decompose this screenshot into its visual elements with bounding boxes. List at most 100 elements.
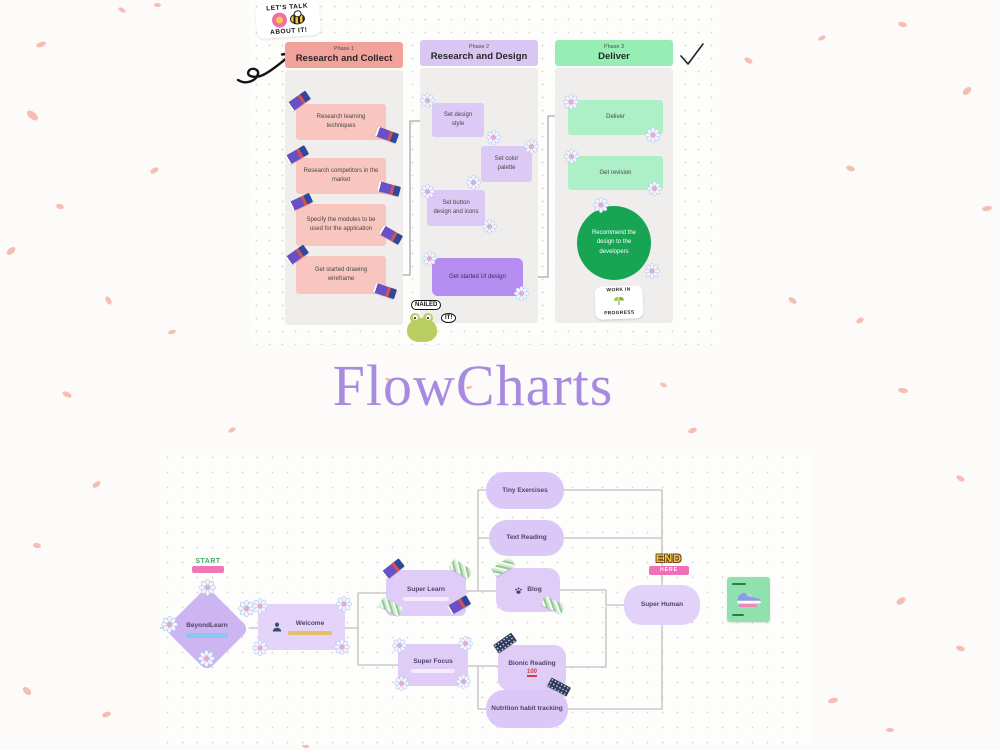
node-bionic-reading[interactable]: Bionic Reading 100 — [498, 645, 566, 691]
petal — [32, 542, 42, 549]
petal — [827, 696, 839, 705]
sneaker-card[interactable] — [727, 577, 770, 622]
petal — [817, 34, 827, 42]
step-label: Research competitors in the market — [303, 168, 379, 183]
it-text: IT! — [441, 313, 457, 323]
end-text: END — [655, 553, 683, 565]
daisy-sticker-icon — [199, 579, 216, 596]
step-color-palette[interactable]: Set color palette — [481, 146, 532, 182]
daisy-sticker-icon — [420, 93, 435, 108]
step-ui-design[interactable]: Get started UI design — [432, 258, 523, 296]
petal — [955, 474, 966, 483]
step-label: Deliver — [606, 114, 625, 120]
petal — [897, 20, 908, 29]
beyondlearn-highlight — [186, 633, 228, 638]
step-research-learning[interactable]: Research learning techniques — [296, 104, 386, 140]
petal — [897, 387, 909, 394]
frog-icon — [407, 313, 437, 342]
step-deliver[interactable]: Deliver — [568, 100, 663, 135]
daisy-sticker-icon — [198, 650, 215, 667]
step-wireframe[interactable]: Get started drawing wireframe — [296, 256, 386, 294]
daisy-sticker-icon — [252, 598, 268, 614]
super-focus-highlight — [411, 668, 455, 673]
petal — [895, 595, 907, 607]
text-reading-label: Text Reading — [506, 534, 547, 542]
super-focus-label: Super Focus — [413, 658, 453, 666]
step-get-revision[interactable]: Get revision — [568, 156, 663, 190]
start-ribbon — [192, 566, 224, 573]
nutrition-label: Nutrition habit tracking — [491, 705, 563, 713]
daisy-sticker-icon — [394, 676, 409, 691]
start-text: START — [195, 558, 221, 565]
phase2-label: Phase 2 — [468, 44, 490, 50]
checkmark-doodle-icon — [680, 43, 704, 65]
super-learn-highlight — [403, 596, 449, 601]
card-label-highlight — [739, 604, 757, 607]
start-sticker[interactable]: START — [188, 558, 228, 573]
petal — [787, 295, 798, 306]
step-label: Get revision — [599, 169, 632, 176]
flower-icon — [271, 12, 288, 29]
petal — [21, 685, 33, 697]
end-sticker[interactable]: END HERE — [646, 553, 692, 575]
sprout-icon — [613, 296, 624, 306]
bee-icon — [289, 10, 305, 25]
node-nutrition[interactable]: Nutrition habit tracking — [486, 690, 568, 728]
nailed-it-frog-sticker[interactable]: NAILED IT! — [405, 300, 465, 346]
petal — [961, 85, 973, 97]
petal — [154, 3, 161, 7]
petal — [25, 108, 40, 123]
step-label: Specify the modules to be used for the a… — [306, 217, 376, 232]
petal — [845, 164, 856, 173]
step-research-competitors[interactable]: Research competitors in the market — [296, 158, 386, 194]
step-label: Set color palette — [494, 156, 519, 171]
beyondlearn-label: BeyondLearn — [186, 622, 228, 629]
node-text-reading[interactable]: Text Reading — [489, 520, 564, 556]
step-recommend-circle[interactable]: Recommend the design to the developers — [577, 206, 651, 280]
welcome-highlight — [288, 630, 332, 635]
step-label: Set design style — [443, 112, 473, 127]
petal — [955, 644, 966, 653]
petal — [35, 40, 47, 49]
petal — [55, 203, 65, 210]
petal — [167, 329, 177, 335]
phase1-name: Research and Collect — [295, 53, 393, 64]
phase2-header[interactable]: Phase 2 Research and Design — [420, 40, 538, 66]
petal — [743, 56, 754, 65]
super-learn-label: Super Learn — [407, 586, 445, 594]
phase3-header[interactable]: Phase 3 Deliver — [555, 40, 673, 66]
step-design-style[interactable]: Set design style — [432, 103, 484, 137]
daisy-sticker-icon — [420, 184, 435, 199]
blog-label: Blog — [527, 586, 542, 594]
daisy-sticker-icon — [392, 638, 407, 653]
daisy-sticker-icon — [466, 175, 481, 190]
person-icon — [271, 621, 283, 633]
daisy-sticker-icon — [644, 263, 660, 279]
step-specify-modules[interactable]: Specify the modules to be used for the a… — [296, 204, 386, 246]
lets-talk-sticker[interactable]: LET'S TALK ABOUT IT! — [254, 0, 322, 40]
daisy-sticker-icon — [593, 197, 609, 213]
petal — [117, 6, 127, 14]
step-label: Research learning techniques — [316, 114, 366, 129]
node-tiny-exercises[interactable]: Tiny Exercises — [486, 472, 564, 509]
daisy-sticker-icon — [456, 674, 471, 689]
journey-flowchart-board: START BeyondLearn Welcome Super Learn — [160, 450, 810, 745]
phase3-label: Phase 3 — [603, 44, 625, 50]
node-super-human[interactable]: Super Human — [624, 585, 700, 625]
welcome-label: Welcome — [295, 620, 325, 628]
phase2-name: Research and Design — [430, 51, 528, 62]
petal — [5, 245, 17, 257]
process-flowchart-board: LET'S TALK ABOUT IT! Phase 1 Research an… — [236, 0, 720, 346]
node-super-focus[interactable]: Super Focus — [398, 644, 468, 686]
node-welcome[interactable]: Welcome — [258, 604, 345, 650]
petal — [659, 381, 668, 389]
phase1-header[interactable]: Phase 1 Research and Collect — [285, 42, 403, 68]
tiny-exercises-label: Tiny Exercises — [502, 486, 548, 494]
step-button-design[interactable]: Set button design and icons — [427, 190, 485, 226]
petal — [227, 426, 237, 434]
daisy-sticker-icon — [334, 639, 350, 655]
paw-icon — [514, 586, 523, 595]
daisy-sticker-icon — [564, 149, 579, 164]
daisy-sticker-icon — [514, 286, 529, 301]
work-in-progress-sticker[interactable]: WORK IN PROGRESS — [594, 285, 644, 320]
